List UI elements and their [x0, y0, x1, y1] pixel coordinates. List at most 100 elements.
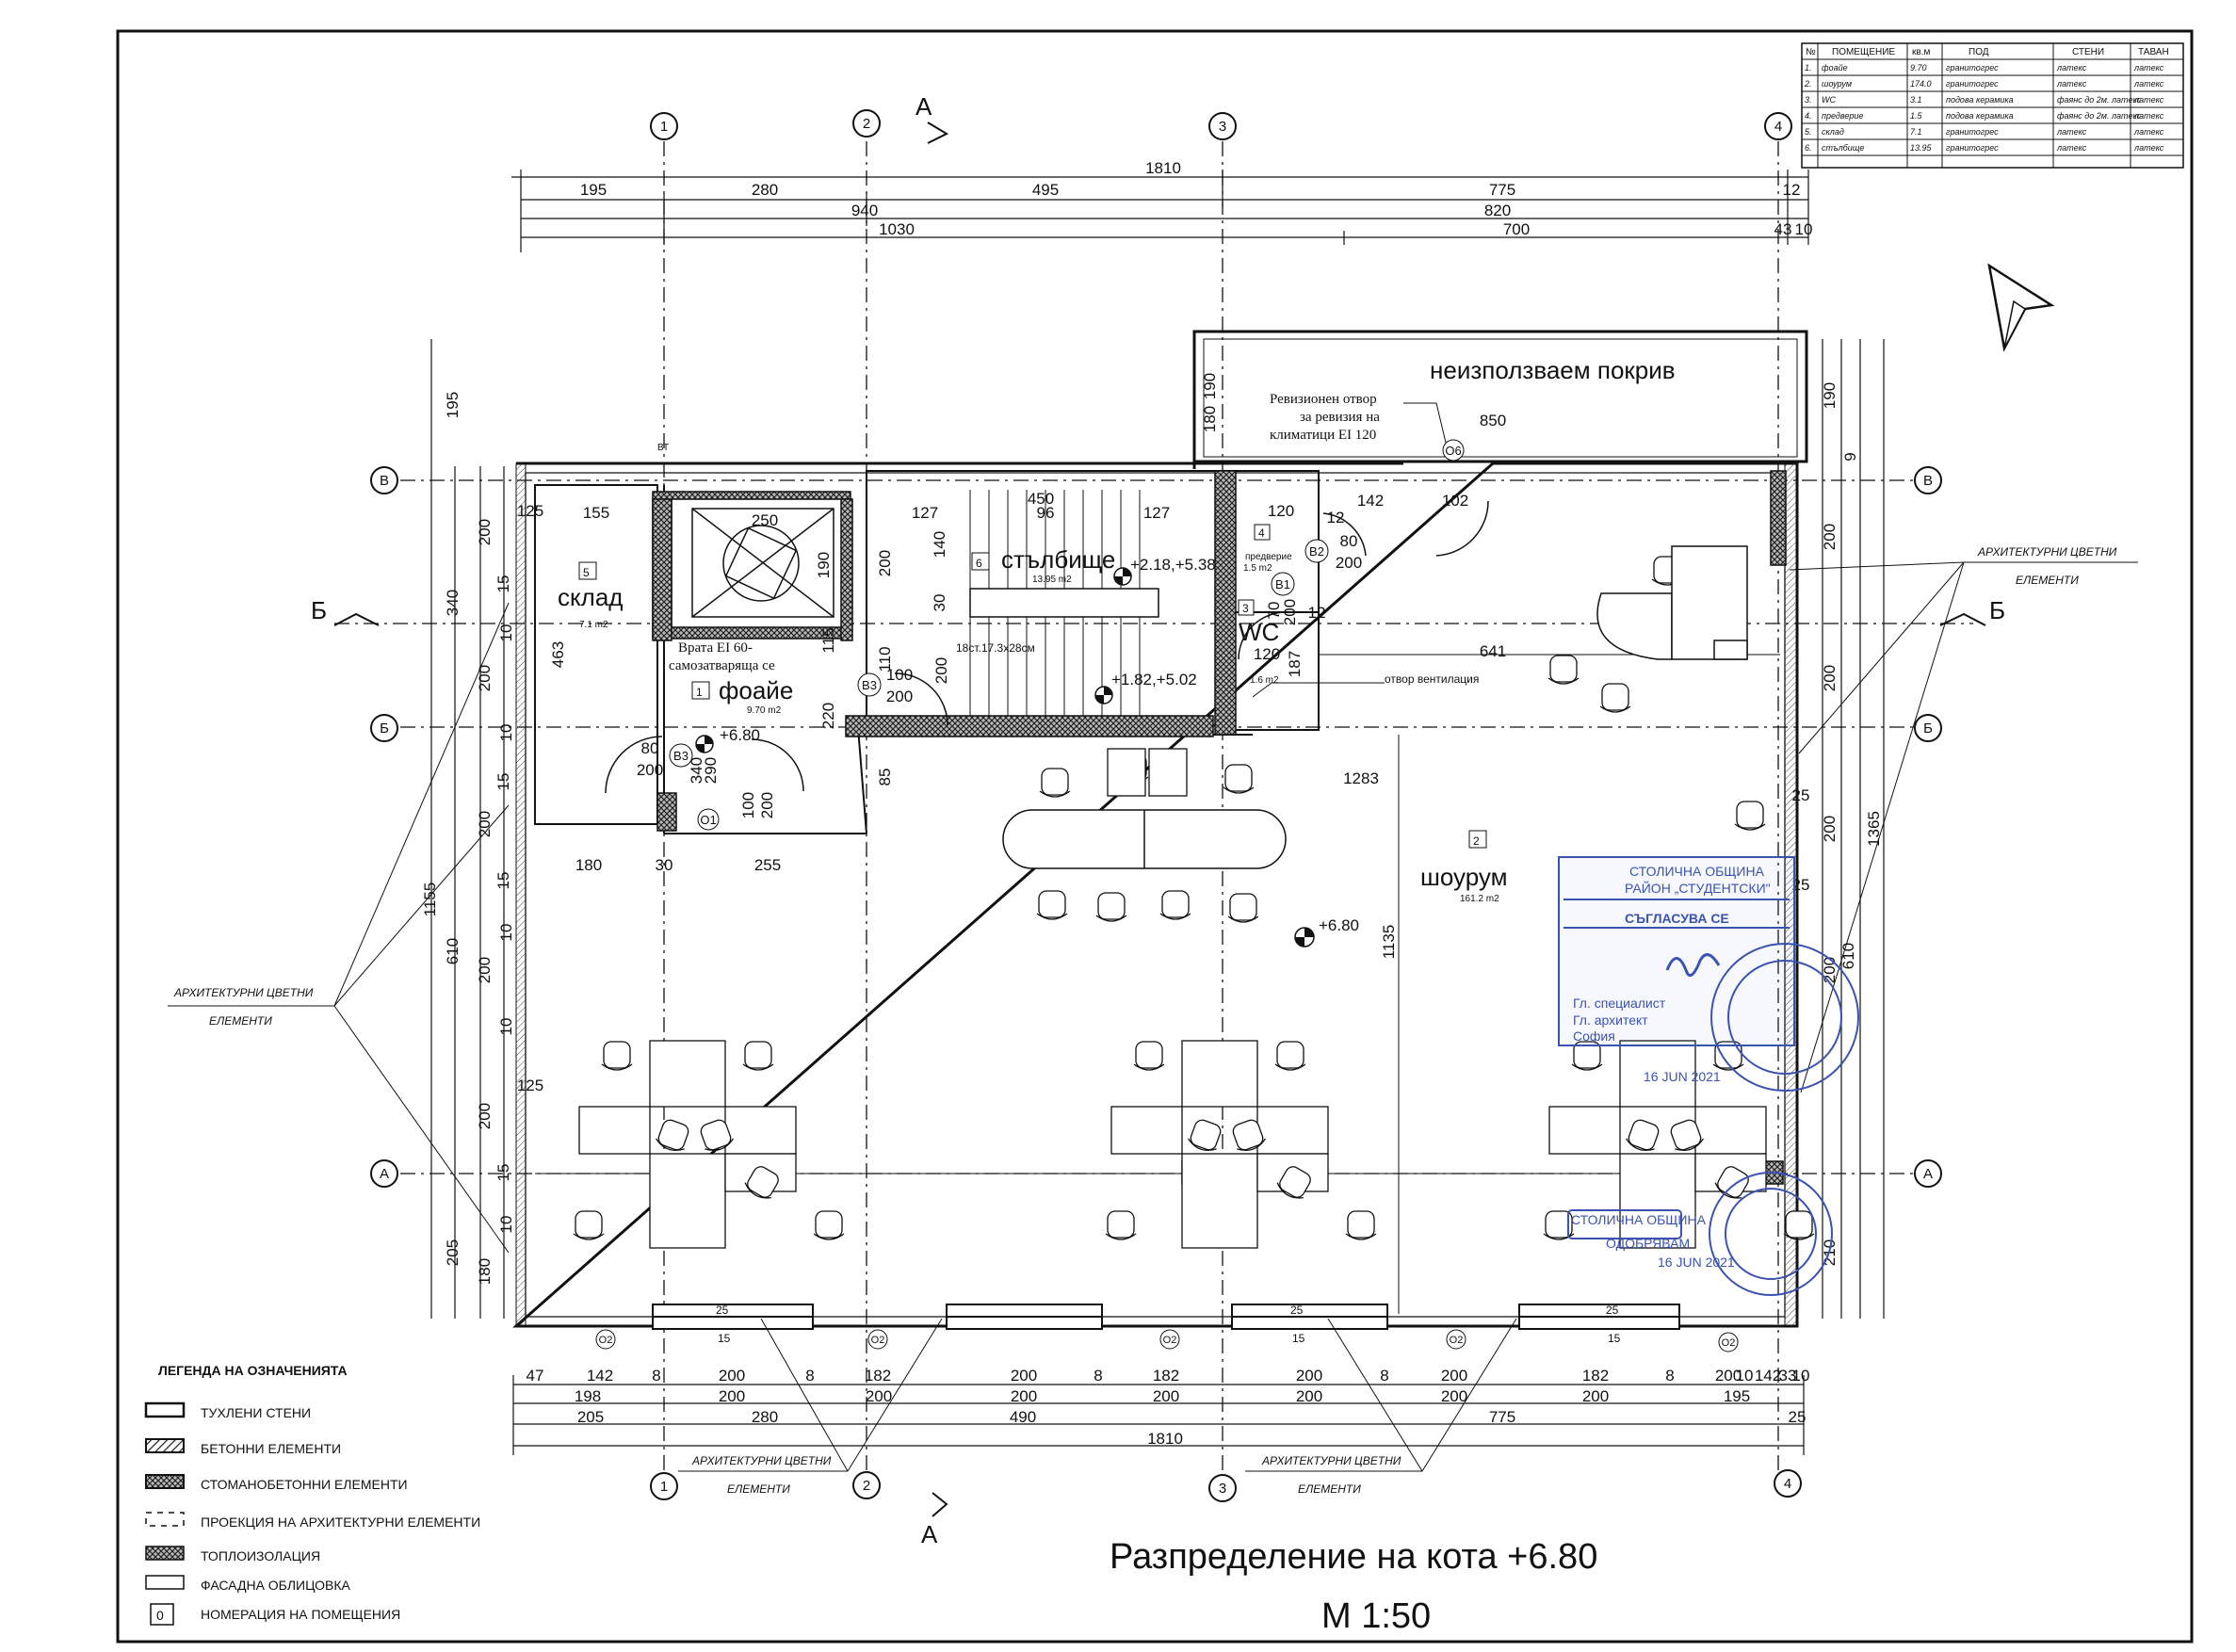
svg-text:отвор вентилация: отвор вентилация	[1385, 672, 1479, 686]
chair-icon	[813, 1210, 845, 1240]
svg-text:85: 85	[876, 769, 894, 786]
elevation-markers: +6.80 +2.18,+5.38 +1.82,+5.02 +6.80	[695, 556, 1359, 947]
chair-icon	[1547, 655, 1580, 685]
top-dimension-values: 1810 195 280 495 775 12 940 820 1030 700…	[580, 159, 1813, 238]
svg-text:ВТ: ВТ	[657, 443, 669, 453]
svg-text:30: 30	[656, 856, 673, 874]
svg-text:200: 200	[1715, 1367, 1742, 1385]
svg-text:9: 9	[1841, 452, 1859, 461]
svg-text:18ст.17.3х28см: 18ст.17.3х28см	[956, 641, 1035, 655]
svg-text:200: 200	[719, 1387, 745, 1405]
outer-walls	[512, 462, 1799, 1328]
svg-text:АРХИТЕКТУРНИ ЦВЕТНИ: АРХИТЕКТУРНИ ЦВЕТНИ	[1261, 1454, 1402, 1467]
table-cell: фоайе	[1822, 63, 1848, 73]
svg-text:250: 250	[752, 511, 778, 529]
svg-text:самозатваряща се: самозатваряща се	[669, 658, 775, 673]
svg-text:16 JUN 2021: 16 JUN 2021	[1644, 1069, 1721, 1084]
svg-text:предверие: предверие	[1245, 552, 1292, 562]
svg-text:195: 195	[580, 181, 607, 199]
svg-text:195: 195	[444, 392, 462, 418]
svg-text:43: 43	[1774, 220, 1792, 238]
svg-text:1.5 m2: 1.5 m2	[1243, 563, 1272, 574]
svg-text:490: 490	[1010, 1408, 1036, 1426]
axis-bubbles	[370, 109, 1942, 1502]
svg-text:8: 8	[652, 1367, 660, 1385]
window-dims: 25 15 25 15 25 15	[716, 1304, 1621, 1345]
svg-text:190: 190	[1201, 373, 1219, 399]
svg-text:142: 142	[1357, 492, 1384, 510]
svg-text:200: 200	[932, 657, 950, 684]
svg-text:Врата EI 60-: Врата EI 60-	[678, 640, 753, 656]
chair-icon	[1133, 1041, 1165, 1071]
svg-text:6: 6	[976, 557, 982, 570]
svg-text:641: 641	[1480, 642, 1506, 660]
svg-text:8: 8	[805, 1367, 814, 1385]
svg-text:4: 4	[1774, 119, 1782, 135]
svg-text:940: 940	[851, 202, 878, 219]
svg-text:100: 100	[886, 666, 913, 684]
north-arrow-icon	[1987, 263, 2055, 352]
svg-text:25: 25	[1606, 1304, 1619, 1317]
svg-text:ОДОБРЯВАМ: ОДОБРЯВАМ	[1606, 1236, 1690, 1251]
svg-text:142: 142	[587, 1367, 613, 1385]
column-tags: O2 O2 O2 O2 O2	[595, 1329, 1739, 1352]
annotation-leaders	[1252, 402, 1447, 698]
svg-text:100: 100	[739, 792, 757, 818]
staircase	[969, 490, 1141, 716]
table-cell: латекс	[2056, 63, 2087, 73]
svg-text:Б: Б	[1989, 596, 2005, 624]
svg-text:820: 820	[1484, 202, 1511, 219]
legend-swatch-concrete	[145, 1438, 185, 1453]
legend-swatch-projection	[145, 1512, 185, 1527]
bottom-dimensions	[512, 1375, 1805, 1455]
chair-icon	[744, 1166, 779, 1199]
svg-text:495: 495	[1032, 181, 1059, 199]
room-predverie: 4 предверие 1.5 m2	[1243, 524, 1292, 574]
svg-text:НОМЕРАЦИЯ НА ПОМЕЩЕНИЯ: НОМЕРАЦИЯ НА ПОМЕЩЕНИЯ	[201, 1607, 400, 1622]
svg-text:280: 280	[752, 1408, 778, 1426]
table-cell: предверие	[1822, 111, 1863, 121]
svg-text:180: 180	[575, 856, 602, 874]
desk	[578, 1106, 651, 1155]
svg-text:200: 200	[1296, 1387, 1322, 1405]
svg-text:775: 775	[1489, 1408, 1515, 1426]
chair-icon	[1105, 1210, 1137, 1240]
table-cell: WC	[1822, 95, 1836, 105]
table-cell: фаянс до 2м. латекс	[2057, 111, 2142, 121]
door-tags: B3 B3 B2 B1 O1 O6	[669, 439, 1465, 831]
table-cell: 9.70	[1910, 63, 1927, 73]
chair-icon	[1670, 1119, 1704, 1152]
svg-text:25: 25	[1290, 1304, 1304, 1317]
desk	[1181, 1153, 1258, 1249]
svg-text:8: 8	[1380, 1367, 1388, 1385]
door-swings	[605, 500, 1489, 794]
svg-text:ЕЛЕМЕНТИ: ЕЛЕМЕНТИ	[1298, 1482, 1361, 1496]
table-cell: 13.95	[1910, 143, 1933, 153]
chair-icon	[1095, 892, 1127, 922]
chair-icon	[1223, 764, 1255, 794]
svg-text:12: 12	[1783, 181, 1801, 199]
svg-text:200: 200	[758, 792, 776, 818]
table-cell: 2.	[1804, 79, 1812, 89]
lift-shaft	[691, 508, 834, 618]
svg-text:10: 10	[497, 1018, 515, 1036]
svg-text:1: 1	[660, 1479, 668, 1495]
svg-text:80: 80	[1340, 532, 1358, 550]
svg-text:140: 140	[931, 531, 948, 558]
chair-icon	[1734, 801, 1766, 831]
meeting-table	[1002, 809, 1287, 869]
table-header-ceiling: ТАВАН	[2138, 47, 2169, 57]
svg-text:ЕЛЕМЕНТИ: ЕЛЕМЕНТИ	[209, 1014, 272, 1028]
chair-icon	[1543, 1210, 1575, 1240]
svg-text:120: 120	[1254, 645, 1280, 663]
chair-icon	[1599, 683, 1631, 713]
svg-text:ЛЕГЕНДА НА ОЗНАЧЕНИЯТА: ЛЕГЕНДА НА ОЗНАЧЕНИЯТА	[158, 1363, 348, 1378]
svg-text:200: 200	[637, 761, 663, 779]
drawing-title: Разпределение на кота +6.80	[1110, 1537, 1597, 1577]
svg-text:СЪГЛАСУВА СЕ: СЪГЛАСУВА СЕ	[1625, 911, 1729, 926]
svg-text:1283: 1283	[1343, 769, 1379, 787]
svg-text:А: А	[921, 1520, 938, 1548]
svg-text:200: 200	[1821, 816, 1839, 842]
svg-text:15: 15	[494, 773, 512, 791]
table-cell: 5.	[1805, 127, 1812, 137]
